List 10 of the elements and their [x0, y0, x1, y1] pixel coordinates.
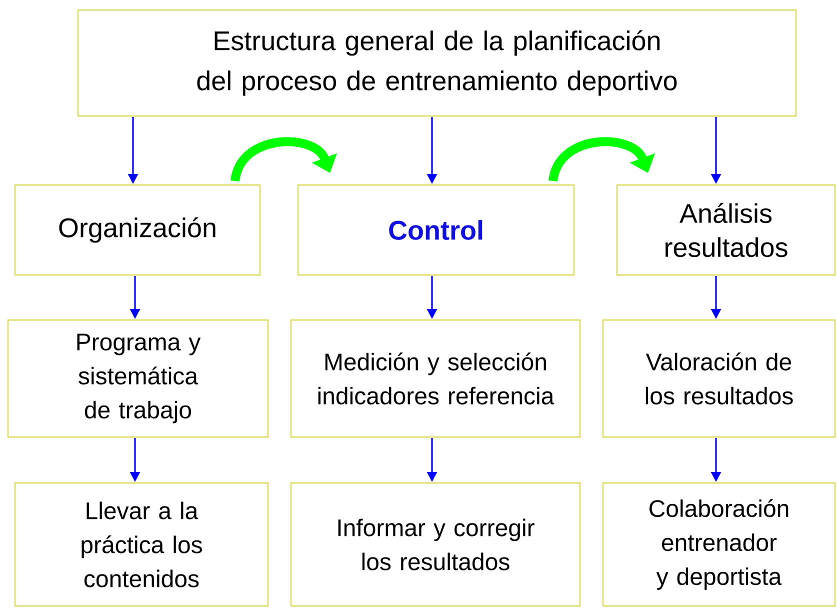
process-box: Colaboración entrenador y deportista — [602, 482, 836, 607]
process-box: Programa y sistemática de trabajo — [7, 319, 269, 438]
process-box: Análisis resultados — [616, 184, 836, 276]
process-box: Medición y selección indicadores referencia — [290, 319, 581, 438]
process-box: Informar y corregir los resultados — [290, 482, 581, 607]
process-box: Valoración de los resultados — [602, 319, 836, 438]
title-box: Estructura general de la planificación del proceso de entrenamiento deportivo — [77, 9, 797, 117]
process-box: Control — [297, 184, 575, 276]
process-box: Llevar a la práctica los contenidos — [14, 482, 269, 607]
process-box: Organización — [14, 184, 261, 276]
